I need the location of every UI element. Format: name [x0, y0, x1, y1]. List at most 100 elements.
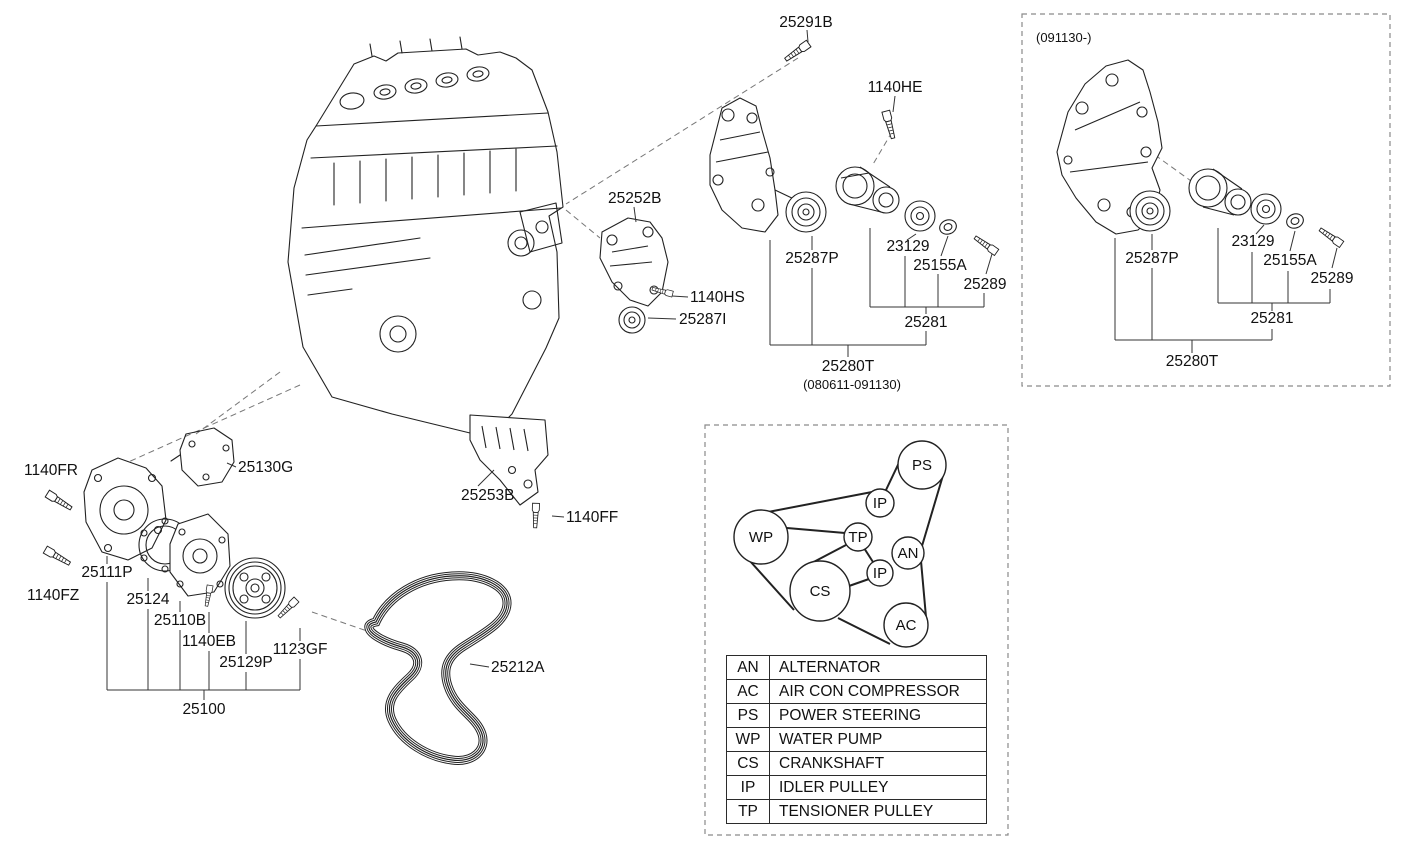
- legend-row: PS POWER STEERING: [726, 703, 987, 728]
- part-label-25280t-alt: 25280T: [1166, 353, 1219, 370]
- leader-lines: [106, 29, 1338, 700]
- part-label-25155a-alt: 25155A: [1263, 252, 1317, 269]
- water-pump-25110b: [169, 513, 231, 597]
- legend-desc: AIR CON COMPRESSOR: [769, 679, 987, 704]
- tensioner-assembly-091130: [1056, 59, 1345, 248]
- node-label-an: AN: [898, 545, 919, 562]
- pulley-25287p: [785, 191, 827, 233]
- washer-25155a-alt: [1286, 213, 1304, 229]
- legend-code: IP: [726, 775, 770, 800]
- idler-pulley-23129-alt: [1250, 193, 1282, 225]
- part-label-25155a: 25155A: [913, 257, 967, 274]
- water-pump-group: [42, 427, 300, 620]
- legend-row: AC AIR CON COMPRESSOR: [726, 679, 987, 704]
- part-label-25281-alt: 25281: [1250, 310, 1293, 327]
- washer-25155a: [939, 219, 957, 235]
- part-label-23129: 23129: [886, 238, 929, 255]
- legend-code: CS: [726, 751, 770, 776]
- support-bracket-25253b: [469, 414, 549, 506]
- part-label-1140he: 1140HE: [868, 79, 923, 96]
- part-label-25253b: 25253B: [461, 487, 514, 504]
- part-label-25111p: 25111P: [81, 564, 132, 581]
- part-label-25124: 25124: [126, 591, 169, 608]
- part-labels: 25291B 1140HE 25252B 1140HS 25287I 25287…: [24, 14, 1354, 718]
- belt-routing-lines: [740, 447, 945, 645]
- belt-routing-diagram: PS IP WP TP AN IP CS AC: [704, 424, 1009, 836]
- phantom-lines: [114, 57, 1199, 633]
- legend-row: IP IDLER PULLEY: [726, 775, 987, 800]
- node-label-tp: TP: [848, 529, 867, 546]
- pulley-25287p-alt: [1129, 190, 1171, 232]
- part-label-25287i: 25287I: [679, 311, 726, 328]
- belt-routing-box: [704, 424, 1009, 836]
- mounting-bracket-25280t: [709, 97, 797, 233]
- part-label-23129-alt: 23129: [1231, 233, 1274, 250]
- variant-note: (091130-): [1036, 30, 1091, 45]
- idler-pulley-25287i: [618, 306, 646, 334]
- node-label-ip-lower: IP: [873, 565, 887, 582]
- pulley-node-tp: [843, 522, 873, 552]
- node-label-ac: AC: [896, 617, 917, 634]
- bolt-1140fz: [42, 545, 73, 568]
- pulley-legend-table: AN ALTERNATOR AC AIR CON COMPRESSOR PS P…: [726, 655, 987, 824]
- pulley-node-ps: [897, 440, 947, 490]
- bolt-25289: [972, 233, 1000, 256]
- pulley-node-wp: [733, 509, 789, 565]
- bolt-25289-alt: [1317, 225, 1345, 248]
- legend-code: AN: [726, 655, 770, 680]
- part-label-1140hs: 1140HS: [690, 289, 745, 306]
- part-label-25281: 25281: [904, 314, 947, 331]
- legend-desc: TENSIONER PULLEY: [769, 799, 987, 824]
- part-label-1140fz: 1140FZ: [27, 587, 79, 604]
- bolt-1140fr: [44, 489, 74, 513]
- bolt-25291b: [782, 39, 812, 64]
- part-label-25110b: 25110B: [154, 612, 206, 629]
- legend-row: AN ALTERNATOR: [726, 655, 987, 680]
- part-label-25287p-alt: 25287P: [1125, 250, 1178, 267]
- node-label-wp: WP: [749, 529, 773, 546]
- part-label-25289: 25289: [963, 276, 1006, 293]
- pump-housing-25111p: [83, 457, 167, 561]
- pulley-node-an: [891, 536, 925, 570]
- part-label-1140eb: 1140EB: [182, 633, 236, 650]
- serpentine-belt-25212a: [364, 571, 512, 765]
- part-label-1140fr: 1140FR: [24, 462, 78, 479]
- legend-desc: IDLER PULLEY: [769, 775, 987, 800]
- node-label-ip-upper: IP: [873, 495, 887, 512]
- part-label-25100: 25100: [182, 701, 225, 718]
- part-label-25129p: 25129P: [219, 654, 272, 671]
- pulley-node-ip-upper: [865, 488, 895, 518]
- legend-code: WP: [726, 727, 770, 752]
- part-label-25252b: 25252B: [608, 190, 661, 207]
- part-label-1140ff: 1140FF: [566, 509, 618, 526]
- node-label-cs: CS: [810, 583, 831, 600]
- pulley-node-ip-lower: [866, 559, 894, 587]
- part-label-25130g: 25130G: [238, 459, 293, 476]
- tensioner-assembly-080611: [709, 39, 1000, 256]
- part-label-25280t: 25280T: [822, 358, 875, 375]
- bolt-1140he: [881, 109, 898, 140]
- part-label-1123gf: 1123GF: [273, 641, 328, 658]
- date-range-note: (080611-091130): [803, 377, 901, 392]
- gasket-25130g: [170, 427, 235, 487]
- belt-tensioner-25281-alt: [1188, 168, 1252, 216]
- part-label-25291b: 25291B: [779, 14, 832, 31]
- node-label-ps: PS: [912, 457, 932, 474]
- part-label-25212a: 25212A: [491, 659, 545, 676]
- pulley-node-cs: [789, 560, 851, 622]
- bolt-1140ff: [531, 502, 540, 529]
- variant-callout-box: [1021, 13, 1391, 387]
- legend-code: TP: [726, 799, 770, 824]
- belt-tensioner-25281: [835, 166, 900, 214]
- engine-block-illustration: [287, 36, 564, 434]
- legend-desc: WATER PUMP: [769, 727, 987, 752]
- legend-row: TP TENSIONER PULLEY: [726, 799, 987, 824]
- part-label-25287p: 25287P: [785, 250, 838, 267]
- pulley-node-ac: [883, 602, 929, 648]
- part-label-25289-alt: 25289: [1310, 270, 1353, 287]
- legend-desc: CRANKSHAFT: [769, 751, 987, 776]
- legend-code: PS: [726, 703, 770, 728]
- legend-code: AC: [726, 679, 770, 704]
